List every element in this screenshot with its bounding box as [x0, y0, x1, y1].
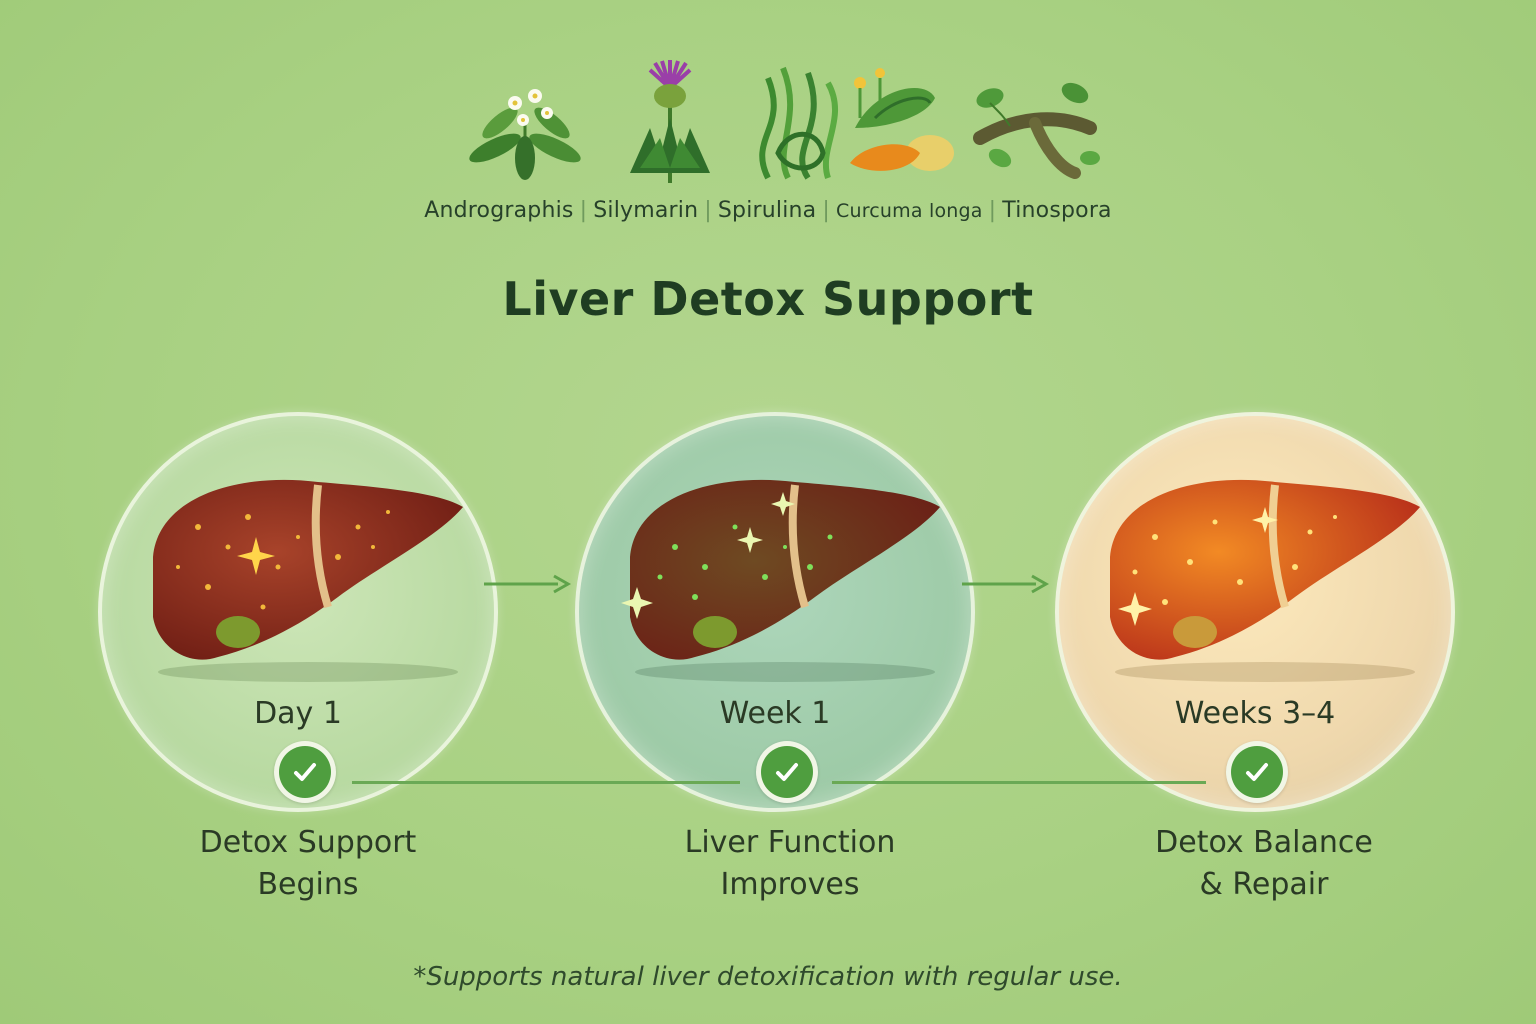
timeline-connector [352, 781, 740, 784]
caption-line: Liver Function [684, 825, 896, 860]
caption-line: Improves [720, 867, 860, 902]
herb-name: Curcuma longa [835, 200, 983, 222]
separator: | [822, 198, 830, 223]
stage-caption: Detox Support Begins [138, 822, 478, 906]
arrow-right-icon [962, 574, 1050, 594]
tinospora-stem-icon [965, 58, 1105, 188]
timeline-connector [832, 781, 1206, 784]
separator: | [579, 198, 588, 223]
liver-icon [1110, 479, 1420, 682]
caption-line: Detox Support [199, 825, 417, 860]
spirulina-seaweed-icon [728, 58, 868, 188]
page-title: Liver Detox Support [502, 272, 1034, 326]
stage-day-1: Day 1 [98, 412, 498, 812]
herb-name: Silymarin [593, 198, 699, 223]
stage-label: Week 1 [719, 696, 831, 731]
milk-thistle-icon [600, 58, 740, 188]
stage-caption: Liver Function Improves [620, 822, 960, 906]
herb-name: Andrographis [424, 198, 574, 223]
caption-line: Detox Balance [1155, 825, 1373, 860]
stage-caption: Detox Balance & Repair [1094, 822, 1434, 906]
herb-icon-row [0, 58, 1536, 188]
arrow-right-icon [484, 574, 572, 594]
turmeric-root-icon [835, 58, 975, 188]
liver-icon [153, 479, 463, 682]
liver-icon [621, 479, 940, 682]
herb-name: Spirulina [717, 198, 817, 223]
herb-name-list: Andrographis|Silymarin|Spirulina|Curcuma… [0, 198, 1536, 223]
stage-weeks-3-4: Weeks 3–4 [1055, 412, 1455, 812]
checkmark-icon [756, 741, 818, 803]
stage-label: Day 1 [254, 696, 342, 731]
checkmark-icon [274, 741, 336, 803]
herb-name: Tinospora [1002, 198, 1112, 223]
footnote: *Supports natural liver detoxification w… [413, 962, 1123, 992]
andrographis-flower-icon [455, 58, 595, 188]
caption-line: Begins [257, 867, 359, 902]
checkmark-icon [1226, 741, 1288, 803]
separator: | [988, 198, 997, 223]
stage-label: Weeks 3–4 [1174, 696, 1336, 731]
separator: | [704, 198, 712, 223]
caption-line: & Repair [1199, 867, 1329, 902]
